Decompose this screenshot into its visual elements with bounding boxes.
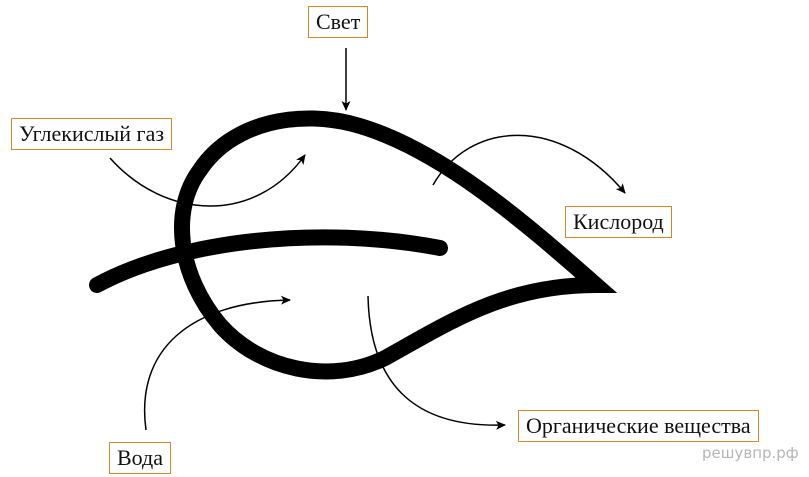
co2-arrow [109, 154, 306, 207]
label-water: Вода [109, 442, 171, 474]
organic-arrow [367, 295, 506, 430]
label-carbon-dioxide: Углекислый газ [11, 118, 173, 150]
label-organic-substances: Органические вещества [518, 410, 759, 442]
water-arrow [143, 295, 291, 431]
leaf-outline [174, 110, 618, 380]
leaf-midrib [89, 229, 448, 293]
site-watermark: решувпр.рф [702, 444, 799, 462]
label-light: Свет [308, 6, 369, 38]
oxygen-arrow [432, 134, 626, 194]
label-oxygen: Кислород [565, 206, 672, 238]
